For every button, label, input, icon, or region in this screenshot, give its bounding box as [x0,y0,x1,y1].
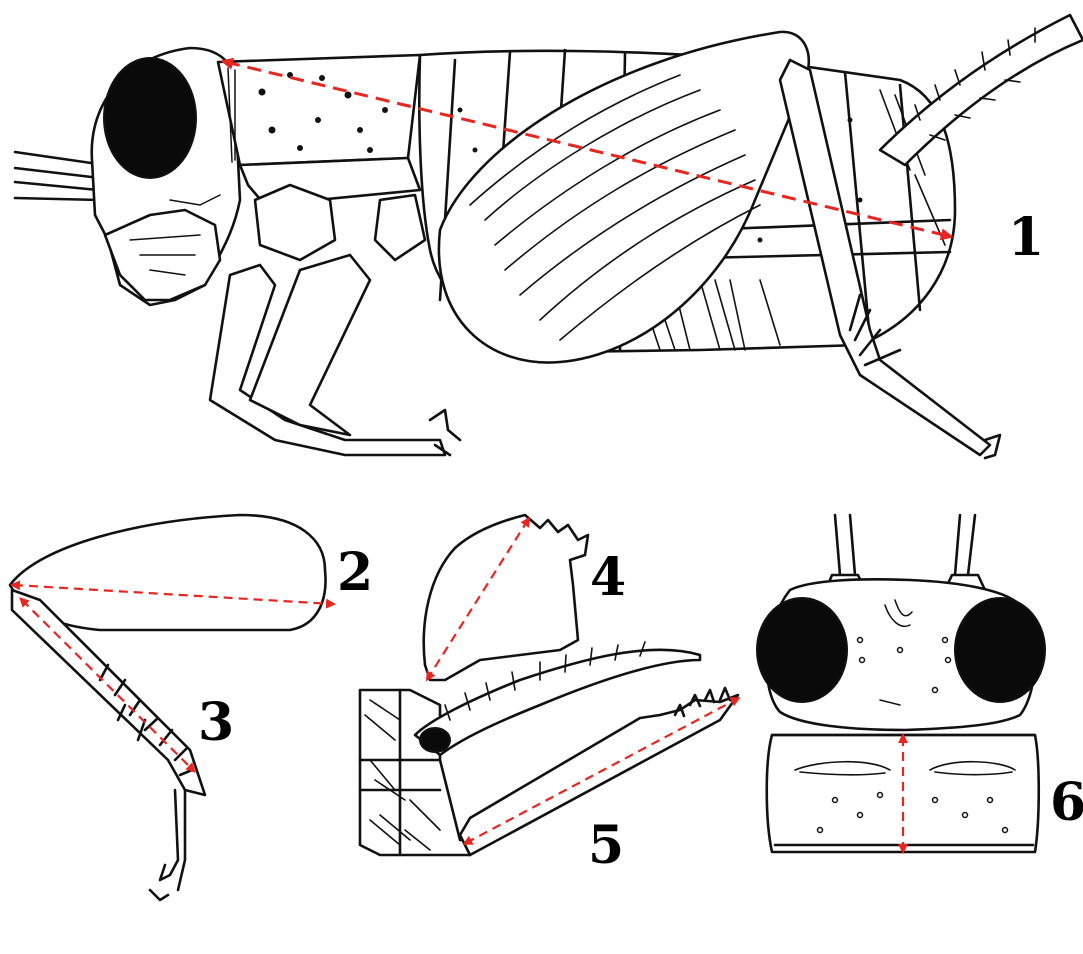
right-eye [955,598,1045,702]
antenna-bases [835,515,975,575]
figure-number-5: 5 [588,815,624,876]
left-eye [757,598,847,702]
figure-2-hind-femur: 2 [10,515,373,630]
figure-number-1: 1 [1008,207,1044,268]
femur-outline [10,515,326,630]
figure-3-hind-tibia: 3 [12,590,234,900]
compound-eye [104,58,196,178]
tegmen-outline [424,515,588,680]
figure-1-body-lateral: 1 [15,15,1083,458]
figure-number-6: 6 [1050,772,1083,833]
figure-number-2: 2 [337,542,373,603]
figure-5-ovipositor: 5 [360,642,738,876]
figure-number-3: 3 [198,692,234,753]
figure-number-4: 4 [590,547,626,608]
pronotum [218,55,420,165]
figure-4-tegmen: 4 [424,515,626,680]
figure-6-head-pronotum-dorsal: 6 [757,515,1083,852]
